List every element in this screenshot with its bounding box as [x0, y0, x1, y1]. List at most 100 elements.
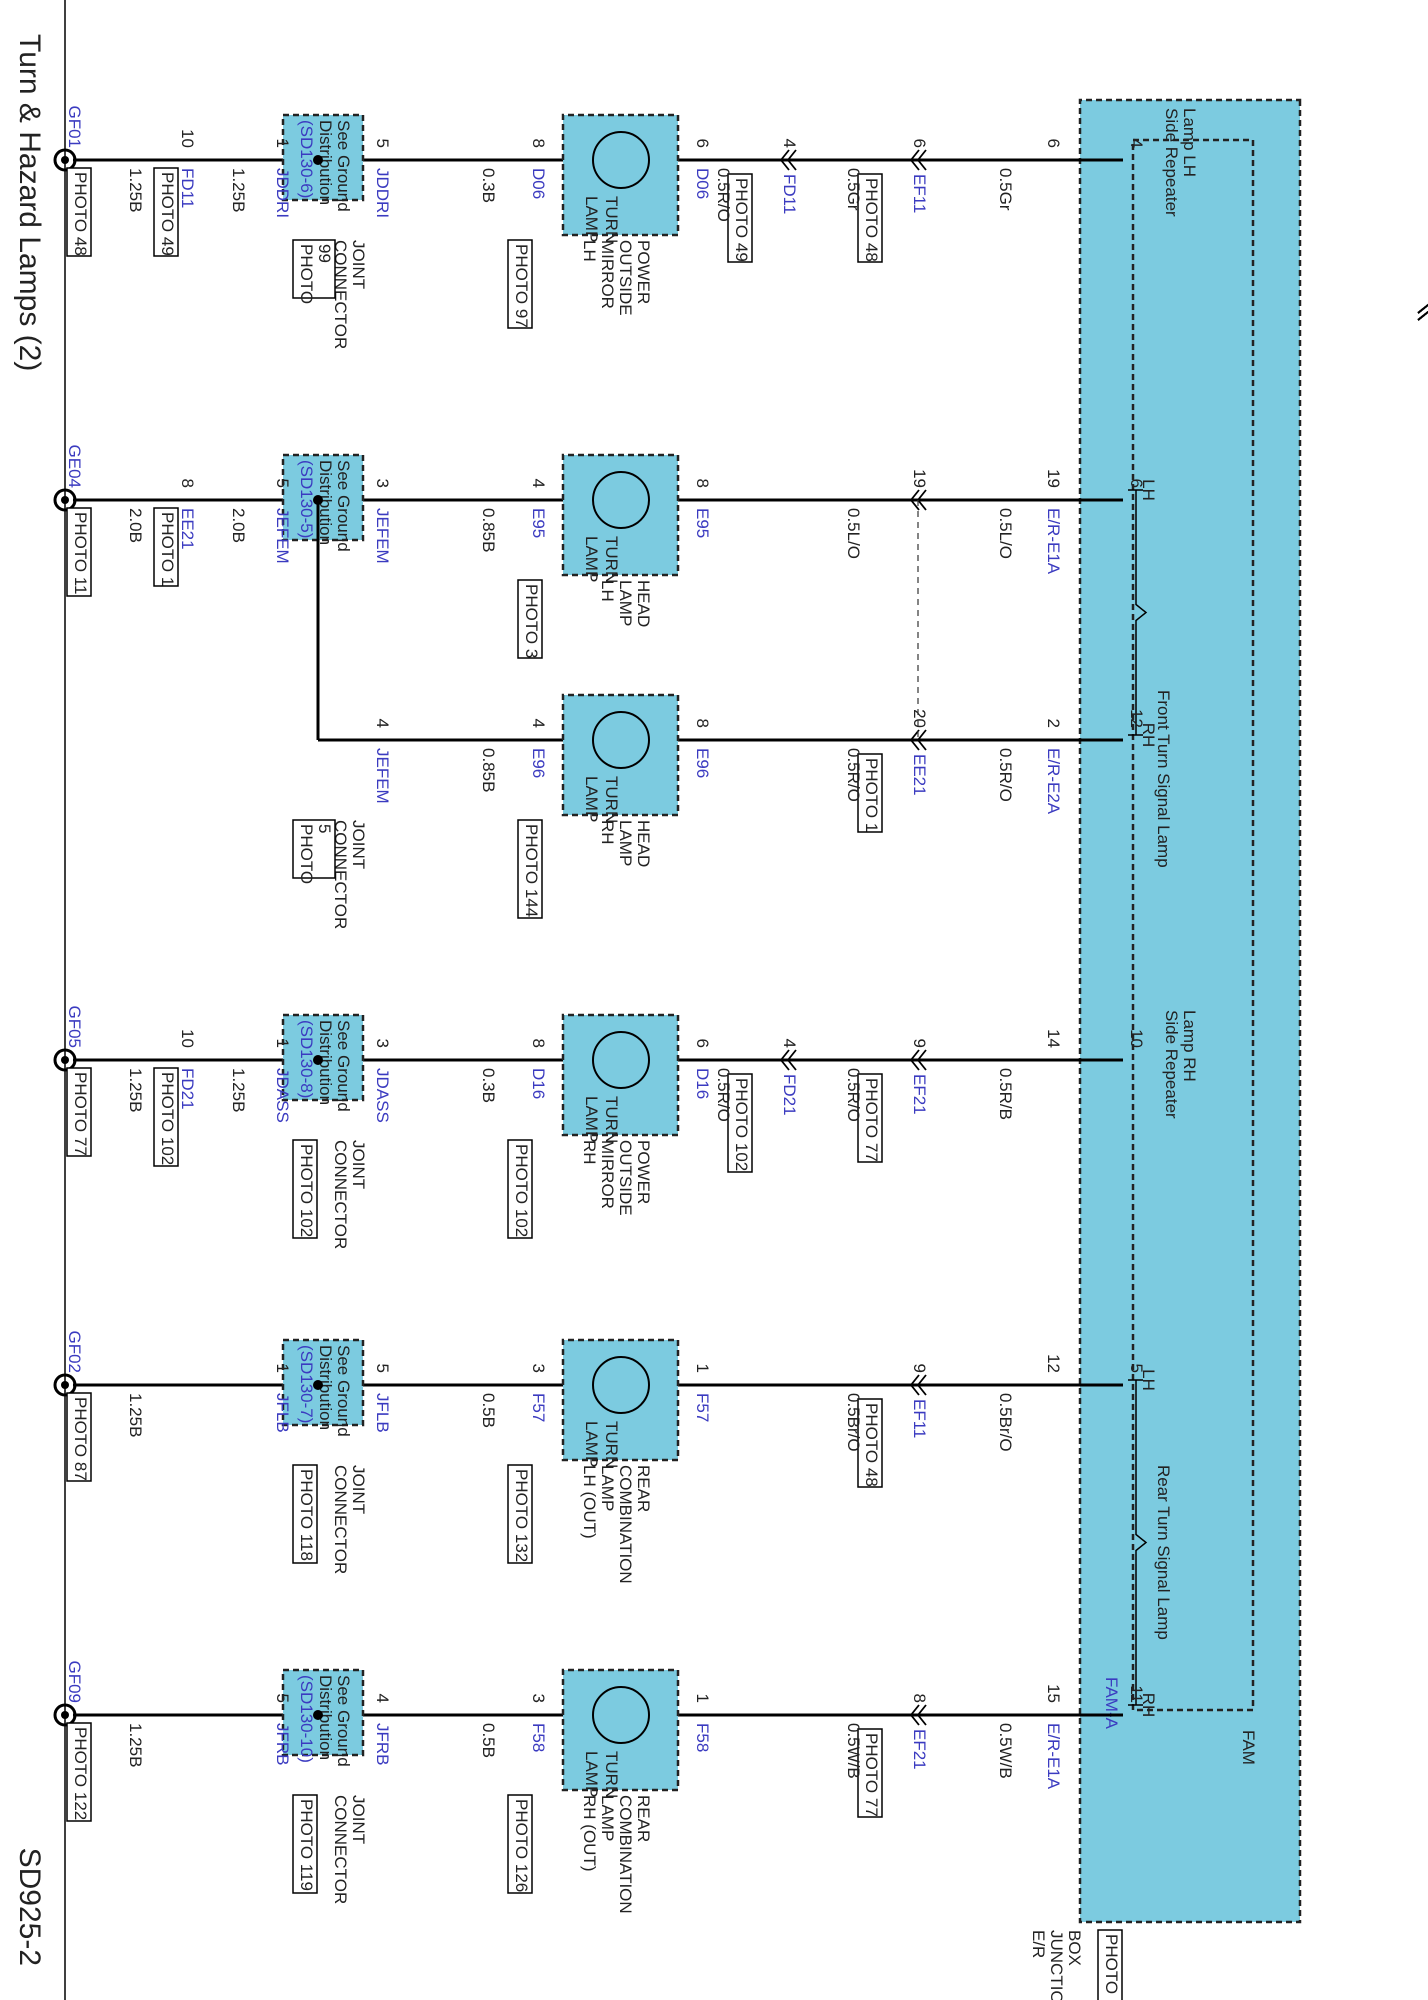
connector-label: EF21 [910, 1074, 929, 1115]
junction-box-name: JUNCTION [1047, 1930, 1066, 2000]
ground-label: GF02 [65, 1330, 84, 1373]
device-name: OUTSIDE [616, 240, 635, 316]
connector-label: EF11 [910, 174, 929, 213]
wire-spec: 1.25B [229, 1068, 248, 1112]
joint-out-pin: 1 [273, 1039, 292, 1048]
turn-lamp-label: TURN [602, 1421, 621, 1468]
turn-lamp-label: LAMP [582, 536, 601, 582]
group-side-repeater-lh: Side Repeater [1162, 108, 1181, 217]
photo-box [66, 507, 92, 597]
ground-distribution-box [281, 113, 365, 202]
box-connector-label: E/R-E1A [1044, 1723, 1063, 1790]
ground-icon [53, 1048, 77, 1072]
photo-box [66, 1067, 92, 1157]
turn-lamp-label: TURN [602, 536, 621, 583]
ground-connector-label: FD21 [178, 1068, 197, 1110]
ground-icon-center [61, 1711, 69, 1719]
joint-connector-name: CONNECTOR [331, 1465, 350, 1574]
ground-distribution-text: See Ground [334, 1020, 353, 1112]
lamp-out-connector: E96 [529, 748, 548, 778]
fam-pin [1417, 303, 1428, 321]
joint-out-connector-label: JDDRI [273, 168, 292, 218]
device-name: LH [598, 580, 617, 602]
splice-dot [313, 1710, 323, 1720]
joint-connector-name: JOINT [349, 1465, 368, 1514]
wire-spec: 0.5Gr [996, 168, 1015, 211]
photo-label: PHOTO 10 [1102, 1934, 1121, 2000]
device-name: POWER [634, 240, 653, 304]
group-rear-turn-signal: Rear Turn Signal Lamp [1154, 1465, 1173, 1640]
joint-connector-name: JOINT [349, 1795, 368, 1844]
group-side-repeater-lh: Lamp LH [1180, 108, 1199, 177]
lamp-in-connector: E96 [693, 748, 712, 778]
ground-distribution-ref: (SD130-6) [297, 120, 316, 198]
connector-pin-number: 4 [780, 1039, 799, 1048]
wire-spec: 0.5Br/O [996, 1393, 1015, 1452]
joint-out-pin: 5 [273, 479, 292, 488]
ground-icon-center [61, 156, 69, 164]
ground-distribution-text: See Ground [334, 120, 353, 212]
photo-label: PHOTO [297, 824, 316, 884]
splice-dot [313, 1380, 323, 1390]
inline-connector [909, 729, 927, 751]
lamp-in-pin: 6 [693, 139, 712, 148]
lamp-in-connector: F58 [693, 1723, 712, 1752]
turn-lamp-label: TURN [602, 776, 621, 823]
group-side-lh: LH [1139, 479, 1158, 501]
connector-pin-number: 19 [910, 469, 929, 488]
joint-connector-label: JDDRI [373, 168, 392, 218]
bulb-icon [592, 1031, 650, 1089]
photo-label: PHOTO 48 [862, 1403, 881, 1487]
connector-label: EF11 [910, 1399, 929, 1438]
wire-spec: 1.25B [126, 168, 145, 212]
bulb-icon [592, 1356, 650, 1414]
photo-box [153, 507, 179, 587]
wire-spec: 0.5R/O [996, 748, 1015, 802]
box-pin-number: 2 [1044, 719, 1063, 728]
group-side-repeater-rh: Lamp RH [1180, 1010, 1199, 1082]
photo-label: PHOTO [297, 244, 316, 304]
photo-label: PHOTO 102 [158, 1072, 177, 1165]
wire-spec: 1.25B [126, 1723, 145, 1767]
wire-spec: 0.5R/O [844, 748, 863, 802]
fam-pin-number: 10 [1127, 1029, 1146, 1048]
photo-label: PHOTO 11 [71, 512, 90, 595]
fam-connector-label: FAM-A [1102, 1677, 1121, 1730]
device-name: LAMP [598, 1795, 617, 1841]
box-pin-number: 6 [1044, 139, 1063, 148]
photo-box [517, 819, 543, 919]
photo-label: PHOTO 102 [297, 1144, 316, 1237]
ground-distribution-box [281, 1338, 365, 1427]
device-name: MIRROR [598, 240, 617, 309]
ground-icon [53, 1703, 77, 1727]
wire-spec: 0.85B [479, 508, 498, 552]
photo-label: PHOTO 126 [512, 1799, 531, 1892]
joint-connector-label: JDASS [373, 1068, 392, 1123]
connector-label: FD11 [780, 174, 799, 214]
ground-connector-pin: 8 [178, 479, 197, 488]
ground-distribution-text: Distribution [316, 460, 335, 545]
device-name: HEAD [634, 820, 653, 867]
photo-box [66, 167, 92, 257]
bulb-icon [592, 1686, 650, 1744]
box-connector-label: E/R-E2A [1044, 748, 1063, 815]
rear-bracket [1128, 1379, 1148, 1706]
junction-box-name: E/R [1029, 1930, 1048, 1958]
wire-spec: 0.5W/B [844, 1723, 863, 1779]
group-front-turn-signal: Front Turn Signal Lamp [1154, 690, 1173, 868]
wire-spec: 0.5R/B [996, 1068, 1015, 1120]
photo-box [66, 1392, 92, 1482]
inline-connector [779, 149, 797, 171]
joint-in-pin: 5 [373, 1364, 392, 1373]
wire-spec: 0.5W/B [996, 1723, 1015, 1779]
photo-label: PHOTO 87 [71, 1397, 90, 1481]
inline-connector [909, 1049, 927, 1071]
joint-connector-name: CONNECTOR [331, 1140, 350, 1249]
bulb-icon [592, 131, 650, 189]
lamp-in-pin: 1 [693, 1694, 712, 1703]
photo-box [507, 1464, 533, 1564]
